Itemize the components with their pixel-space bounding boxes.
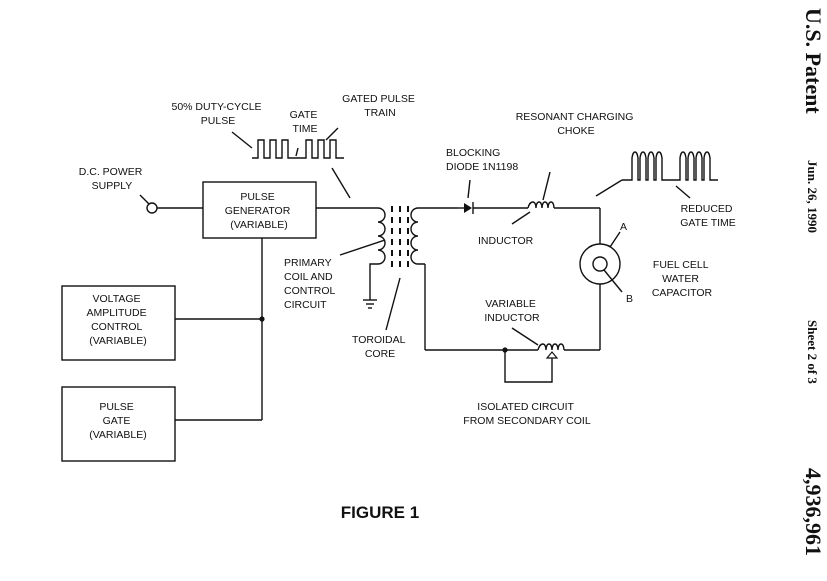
patent-number: 4,936,961 — [801, 468, 826, 556]
variable-inductor-icon — [537, 343, 565, 351]
reduced-gate-waveform — [622, 151, 718, 181]
terminal-b-label: B — [626, 293, 633, 305]
bus-junction-dot — [259, 316, 265, 322]
primary-coil-pointer — [339, 239, 386, 256]
fuel-cell-inner-icon — [592, 256, 608, 272]
toroidal-core-label: TOROIDAL CORE — [352, 334, 408, 360]
patent-label: U.S. Patent — [801, 8, 826, 114]
toroidal-pointer — [385, 277, 401, 331]
gated-pulse-label: GATED PULSE TRAIN — [342, 93, 418, 119]
pulse-gate-label: PULSE GATE (VARIABLE) — [89, 401, 147, 441]
diode-pointer — [467, 179, 471, 199]
voltage-amplitude-box — [61, 285, 176, 361]
toroidal-core — [391, 206, 409, 268]
duty-cycle-pointer — [231, 131, 253, 149]
dc-supply-terminal — [146, 202, 158, 214]
dc-power-label: D.C. POWER SUPPLY — [79, 166, 146, 192]
reduced-gate-label: REDUCED GATE TIME — [680, 203, 736, 229]
dc-pointer — [139, 194, 150, 205]
duty-cycle-waveform — [252, 139, 344, 159]
blocking-diode-label: BLOCKING DIODE 1N1198 — [446, 147, 518, 173]
primary-coil — [369, 207, 386, 300]
duty-cycle-label: 50% DUTY-CYCLE PULSE — [172, 101, 265, 127]
terminal-a-label: A — [620, 221, 627, 233]
gate-time-label: GATE TIME — [290, 109, 321, 135]
variable-inductor-diode-icon — [545, 351, 559, 359]
inductor-pointer — [511, 211, 531, 225]
gated-pulse-pointer — [325, 127, 339, 141]
terminal-a-pointer — [609, 231, 621, 248]
terminal-b-pointer — [603, 269, 623, 293]
resonant-choke-icon — [527, 201, 555, 209]
isolated-circuit-loop — [504, 350, 553, 383]
primary-coil-label: PRIMARY COIL AND CONTROL CIRCUIT — [284, 257, 338, 311]
choke-pointer — [542, 171, 551, 201]
resonant-choke-label: RESONANT CHARGING CHOKE — [516, 111, 637, 137]
reduced-gate-pointer-right — [675, 185, 691, 199]
secondary-coil — [410, 207, 425, 265]
pulse-generator-box — [202, 181, 317, 239]
isolated-circuit-label: ISOLATED CIRCUIT FROM SECONDARY COIL — [463, 401, 591, 427]
figure-caption: FIGURE 1 — [341, 503, 419, 522]
pulse-gate-box — [61, 386, 176, 462]
variable-inductor-label: VARIABLE INDUCTOR — [484, 298, 540, 324]
fuel-cell-label: FUEL CELL WATER CAPACITOR — [652, 259, 713, 299]
blocking-diode-icon — [464, 202, 474, 214]
pulse-generator-label: PULSE GENERATOR (VARIABLE) — [225, 191, 293, 231]
sheet-number: Sheet 2 of 3 — [805, 320, 820, 384]
inductor-label: INDUCTOR — [478, 235, 534, 247]
patent-date: Jun. 26, 1990 — [805, 160, 820, 233]
voltage-amplitude-label: VOLTAGE AMPLITUDE CONTROL (VARIABLE) — [86, 293, 149, 347]
ground-icon — [363, 299, 377, 309]
variable-inductor-pointer — [511, 327, 539, 346]
waveform-to-wire-pointer — [331, 167, 351, 199]
fuel-cell-outer-icon — [579, 243, 621, 285]
gate-time-pointer — [295, 147, 299, 157]
reduced-gate-pointer-left — [595, 179, 623, 197]
